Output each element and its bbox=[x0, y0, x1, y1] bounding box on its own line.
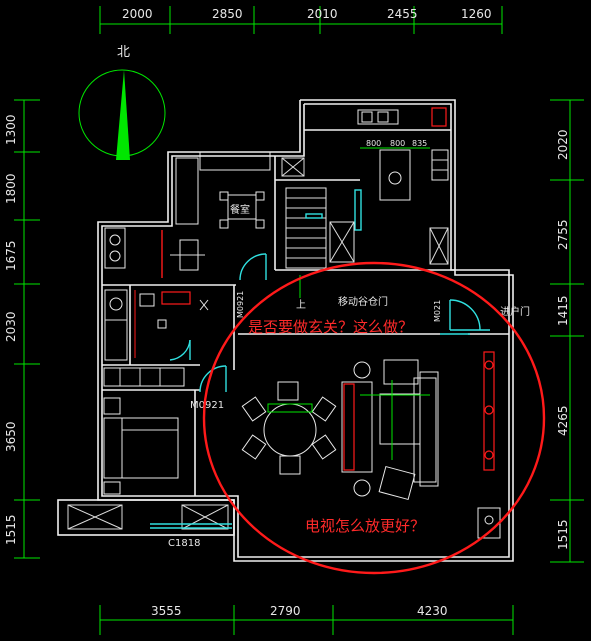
left-dim-1: 1300 bbox=[4, 114, 18, 145]
annotation-entry-question: 是否要做玄关？这么做？ bbox=[248, 318, 413, 336]
left-dim-5: 3650 bbox=[4, 421, 18, 452]
door-labels: 移动谷仓门 进户门 M021 C1818 bbox=[150, 295, 530, 549]
bottom-dim-1: 3555 bbox=[151, 604, 182, 618]
right-dim-5: 1515 bbox=[556, 519, 570, 550]
annotation-circle bbox=[202, 261, 546, 575]
left-dimension-line: 1300 1800 1675 2030 3650 1515 bbox=[4, 99, 40, 559]
dining-label: 餐室 bbox=[230, 203, 250, 216]
left-dim-4: 2030 bbox=[4, 311, 18, 342]
bottom-dim-2: 2790 bbox=[270, 604, 301, 618]
left-dim-2: 1800 bbox=[4, 173, 18, 204]
bedroom: M0921 M0921 bbox=[103, 291, 245, 495]
top-dim-5: 1260 bbox=[461, 7, 492, 21]
staircase: 上 bbox=[281, 157, 355, 311]
walls bbox=[57, 99, 514, 562]
annotation-layer: 是否要做玄关？这么做？ 电视怎么放更好？ bbox=[202, 261, 546, 575]
top-dimension-line: 2000 2850 2010 2455 1260 bbox=[99, 6, 503, 34]
top-dim-4: 2455 bbox=[387, 7, 418, 21]
sofa bbox=[341, 381, 373, 473]
north-compass: 北 bbox=[78, 45, 166, 160]
bottom-dimension-line: 3555 2790 4230 bbox=[99, 604, 514, 635]
right-dim-2: 2755 bbox=[556, 219, 570, 250]
right-dim-3: 1415 bbox=[556, 295, 570, 326]
right-dim-1: 2020 bbox=[556, 129, 570, 160]
living-room bbox=[241, 351, 501, 539]
door-m0921-right-label: M0921 bbox=[236, 291, 245, 318]
kitchen-dim-2: 800 bbox=[390, 139, 405, 148]
left-dim-6: 1515 bbox=[4, 514, 18, 545]
top-dim-3: 2010 bbox=[307, 7, 338, 21]
bathroom bbox=[104, 227, 209, 361]
kitchen-dim-1: 800 bbox=[366, 139, 381, 148]
kitchen: 800 800 835 bbox=[354, 107, 449, 265]
sliding-door-label: 移动谷仓门 bbox=[338, 295, 388, 308]
dining-area: 餐室 bbox=[161, 151, 271, 281]
door-m021-label: M021 bbox=[433, 300, 442, 322]
annotation-tv-question: 电视怎么放更好？ bbox=[305, 517, 425, 535]
kitchen-dim-3: 835 bbox=[412, 139, 427, 148]
north-arrow-icon bbox=[116, 70, 130, 160]
bottom-dim-3: 4230 bbox=[417, 604, 448, 618]
right-dimension-line: 2020 2755 1415 4265 1515 bbox=[550, 99, 584, 563]
left-dim-3: 1675 bbox=[4, 240, 18, 271]
door-m0921-label: M0921 bbox=[190, 400, 224, 411]
compass-label: 北 bbox=[117, 45, 130, 60]
entry-door-label: 进户门 bbox=[500, 305, 530, 318]
window-c1818-label: C1818 bbox=[168, 538, 200, 549]
stair-up-label: 上 bbox=[296, 299, 306, 311]
top-dim-1: 2000 bbox=[122, 7, 153, 21]
right-dim-4: 4265 bbox=[556, 405, 570, 436]
top-dim-2: 2850 bbox=[212, 7, 243, 21]
